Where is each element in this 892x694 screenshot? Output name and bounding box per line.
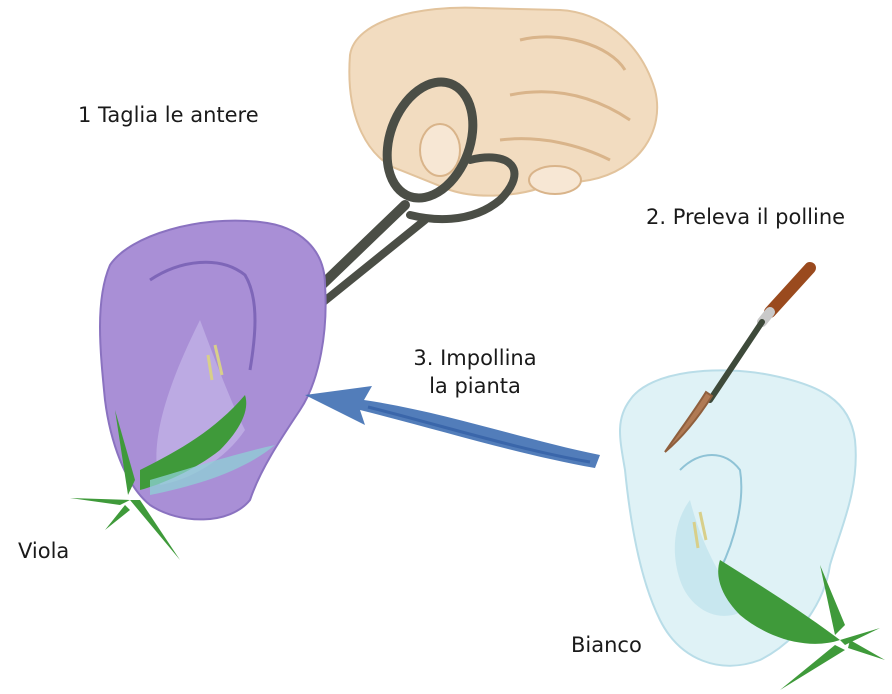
step3-line2: la pianta [380, 372, 570, 400]
step2-label: 2. Preleva il polline [646, 203, 845, 231]
step3-line1: 3. Impollina [380, 344, 570, 372]
step3-label: 3. Impollina la pianta [380, 344, 570, 400]
purple-flower [100, 221, 326, 520]
purple-flower-label: Viola [18, 537, 69, 565]
hand-illustration [349, 8, 657, 196]
white-flower-label: Bianco [571, 631, 642, 659]
white-flower [620, 370, 856, 665]
step1-label: 1 Taglia le antere [78, 101, 259, 129]
